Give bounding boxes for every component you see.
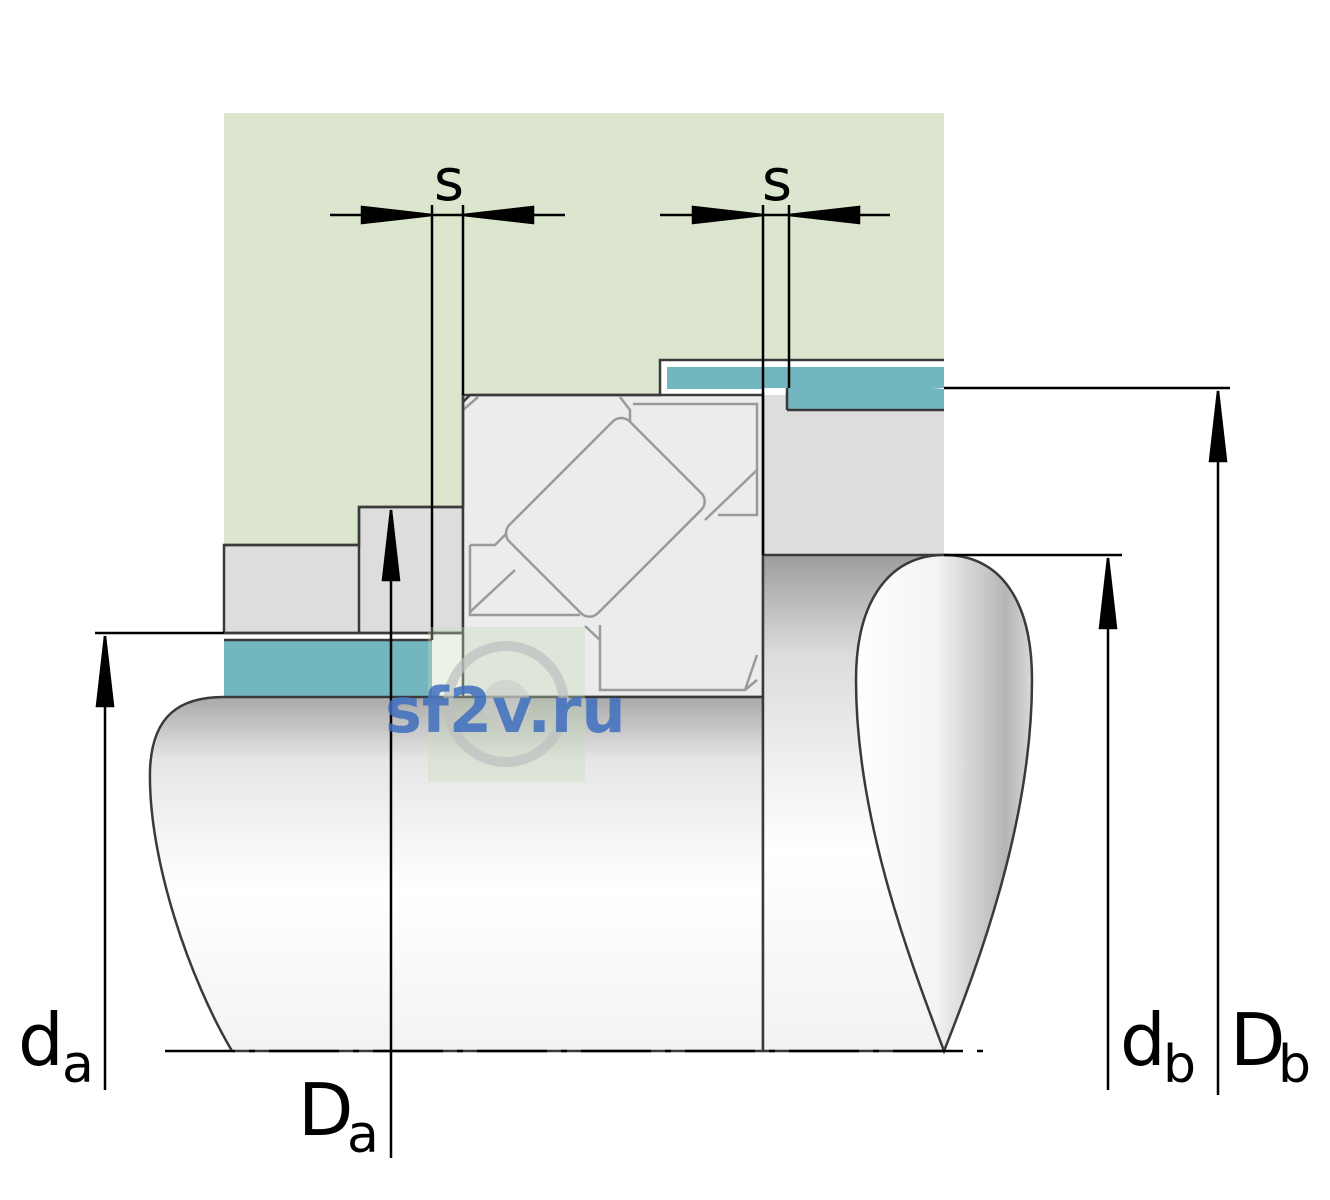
dimension-D-a [381, 509, 401, 1158]
label-D-b: D [1230, 998, 1285, 1082]
label-D-a-subscript: a [347, 1105, 379, 1165]
clearance-label-right: s [762, 146, 792, 214]
label-d-b-subscript: b [1163, 1035, 1196, 1095]
clearance-dimension-left [330, 205, 565, 640]
seal-top-middle-part [763, 367, 944, 388]
label-D-b-subscript: b [1278, 1035, 1311, 1095]
label-d-a: d [18, 998, 64, 1082]
seal-top-right-part [793, 393, 944, 410]
housing-outline [224, 358, 944, 642]
watermark-text: sf2v.ru [385, 674, 626, 747]
seal-top-left-part [667, 367, 763, 389]
clearance-dimension-right [660, 205, 890, 555]
clearance-label-left: s [434, 146, 464, 214]
shaft-left-section [148, 695, 765, 1053]
dimension-d-b [944, 553, 1122, 1090]
watermark: sf2v.ru [385, 627, 626, 782]
seal-bottom [224, 640, 432, 696]
label-d-a-subscript: a [62, 1035, 94, 1095]
dimension-d-a [95, 631, 224, 1090]
label-d-b: d [1120, 998, 1166, 1082]
dimension-D-b [944, 386, 1230, 1095]
right-spacer-ring [763, 395, 944, 555]
label-D-a: D [298, 1068, 353, 1152]
bearing-raceway [462, 396, 759, 692]
bearing-roller [504, 416, 706, 618]
